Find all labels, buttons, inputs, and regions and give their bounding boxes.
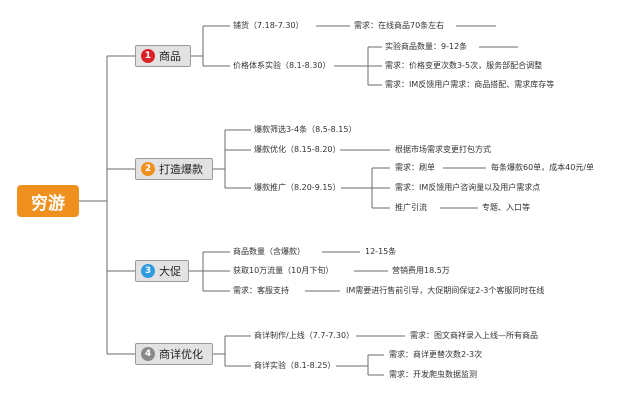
detail-detail-crawler[interactable]: 需求：开发爬虫数据监测	[389, 370, 477, 379]
number-badge-4: 4	[141, 347, 155, 361]
detail-price-count[interactable]: 实验商品数量：9-12条	[385, 42, 468, 51]
topic-hot-promote[interactable]: 爆款推广（8.20-9.15）	[254, 183, 341, 192]
category-label: 打造爆款	[159, 163, 203, 176]
topic-promo-traffic[interactable]: 获取10万流量（10月下旬）	[233, 266, 334, 275]
category-promotion[interactable]: 3 大促	[135, 260, 189, 282]
detail-promo-support[interactable]: IM需要进行售前引导，大促期间保证2-3个客服同时在线	[346, 286, 545, 295]
detail-hot-traffic-entry[interactable]: 专题、入口等	[482, 203, 530, 212]
detail-promo-budget[interactable]: 营销费用18.5万	[392, 266, 450, 275]
topic-hot-optimize[interactable]: 爆款优化（8.15-8.20）	[254, 145, 341, 154]
number-badge-2: 2	[141, 162, 155, 176]
number-badge-1: 1	[141, 49, 155, 63]
topic-price-experiment[interactable]: 价格体系实验（8.1-8.30）	[233, 61, 331, 70]
topic-detail-launch[interactable]: 商详制作/上线（7.7-7.30）	[254, 331, 355, 340]
category-label: 大促	[159, 265, 181, 278]
topic-promo-quantity[interactable]: 商品数量（含爆款）	[233, 247, 305, 256]
detail-detail-launch[interactable]: 需求：图文商祥录入上线—所有商品	[410, 331, 538, 340]
topic-hot-select[interactable]: 爆款筛选3-4条（8.5-8.15）	[254, 125, 357, 134]
detail-hot-brush-cost[interactable]: 每条爆款60单，成本40元/单	[491, 163, 595, 172]
number-badge-3: 3	[141, 264, 155, 278]
detail-detail-replace[interactable]: 需求：商详更替次数2-3次	[389, 350, 483, 359]
detail-stocking-need[interactable]: 需求：在线商品70条左右	[354, 21, 445, 30]
category-hot-items[interactable]: 2 打造爆款	[135, 158, 213, 180]
category-detail-page[interactable]: 4 商详优化	[135, 343, 213, 365]
detail-hot-im[interactable]: 需求：IM反馈用户咨询量以及用户需求点	[395, 183, 541, 192]
topic-promo-support[interactable]: 需求：客服支持	[233, 286, 289, 295]
detail-hot-optimize[interactable]: 根据市场需求变更打包方式	[395, 145, 491, 154]
root-topic[interactable]: 穷游	[17, 185, 79, 217]
category-label: 商品	[159, 50, 181, 63]
detail-hot-traffic[interactable]: 推广引流	[395, 203, 427, 212]
detail-hot-brush[interactable]: 需求：刷单	[395, 163, 435, 172]
detail-price-im[interactable]: 需求：IM反馈用户需求：商品搭配、需求库存等	[385, 80, 555, 89]
category-label: 商详优化	[159, 348, 203, 361]
detail-price-change[interactable]: 需求：价格变更次数3-5次，服务部配合调整	[385, 61, 543, 70]
category-goods[interactable]: 1 商品	[135, 45, 191, 67]
topic-detail-experiment[interactable]: 商详实验（8.1-8.25）	[254, 361, 336, 370]
topic-stocking[interactable]: 铺货（7.18-7.30）	[233, 21, 304, 30]
detail-promo-quantity[interactable]: 12-15条	[365, 247, 397, 256]
